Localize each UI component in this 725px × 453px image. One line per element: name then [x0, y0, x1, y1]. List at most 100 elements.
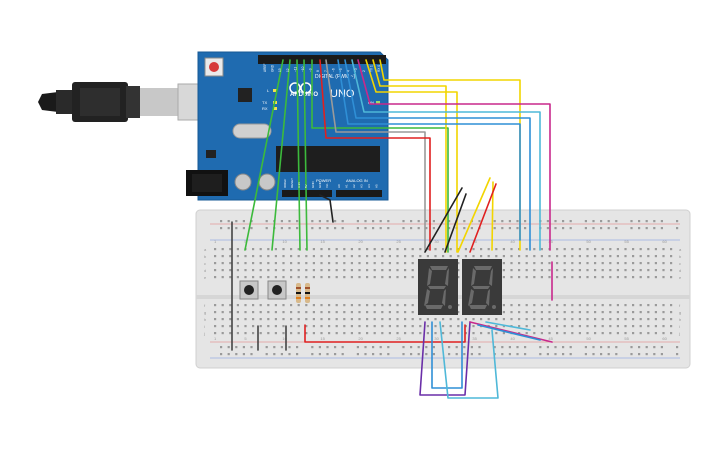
- breadboard-hole[interactable]: [480, 255, 483, 258]
- breadboard-hole[interactable]: [639, 325, 642, 328]
- breadboard-hole[interactable]: [335, 325, 338, 328]
- breadboard-hole[interactable]: [282, 276, 285, 279]
- rail-hole[interactable]: [607, 227, 610, 230]
- breadboard-hole[interactable]: [464, 318, 467, 321]
- breadboard-hole[interactable]: [647, 332, 650, 335]
- rail-hole[interactable]: [334, 227, 337, 230]
- rail-hole[interactable]: [364, 346, 367, 349]
- breadboard-hole[interactable]: [328, 332, 331, 335]
- breadboard-hole[interactable]: [647, 304, 650, 307]
- breadboard-hole[interactable]: [556, 304, 559, 307]
- breadboard-hole[interactable]: [419, 325, 422, 328]
- breadboard-hole[interactable]: [670, 325, 673, 328]
- breadboard-hole[interactable]: [571, 255, 574, 258]
- wire-green-3[interactable]: [296, 59, 301, 251]
- breadboard-hole[interactable]: [502, 276, 505, 279]
- breadboard-hole[interactable]: [601, 255, 604, 258]
- breadboard-hole[interactable]: [335, 311, 338, 314]
- breadboard-hole[interactable]: [594, 325, 597, 328]
- breadboard-hole[interactable]: [624, 255, 627, 258]
- breadboard-hole[interactable]: [244, 311, 247, 314]
- rail-hole[interactable]: [584, 353, 587, 356]
- breadboard-hole[interactable]: [282, 332, 285, 335]
- rail-hole[interactable]: [600, 220, 603, 223]
- breadboard-hole[interactable]: [601, 325, 604, 328]
- breadboard-hole[interactable]: [442, 255, 445, 258]
- breadboard-hole[interactable]: [312, 304, 315, 307]
- rail-hole[interactable]: [470, 227, 473, 230]
- breadboard-hole[interactable]: [229, 332, 232, 335]
- breadboard-hole[interactable]: [670, 311, 673, 314]
- breadboard-hole[interactable]: [244, 325, 247, 328]
- wire-yellow-2[interactable]: [365, 59, 458, 253]
- breadboard-hole[interactable]: [632, 276, 635, 279]
- breadboard-hole[interactable]: [457, 318, 460, 321]
- breadboard-hole[interactable]: [366, 318, 369, 321]
- breadboard-hole[interactable]: [563, 248, 566, 251]
- breadboard-hole[interactable]: [259, 262, 262, 265]
- breadboard-hole[interactable]: [472, 318, 475, 321]
- breadboard-hole[interactable]: [571, 248, 574, 251]
- breadboard-hole[interactable]: [457, 269, 460, 272]
- breadboard-hole[interactable]: [290, 269, 293, 272]
- breadboard-hole[interactable]: [312, 276, 315, 279]
- rail-hole[interactable]: [417, 227, 420, 230]
- breadboard-hole[interactable]: [540, 248, 543, 251]
- breadboard-hole[interactable]: [457, 255, 460, 258]
- breadboard-hole[interactable]: [654, 325, 657, 328]
- breadboard-hole[interactable]: [594, 311, 597, 314]
- breadboard-hole[interactable]: [236, 332, 239, 335]
- breadboard-hole[interactable]: [548, 311, 551, 314]
- breadboard-hole[interactable]: [647, 325, 650, 328]
- breadboard-hole[interactable]: [464, 248, 467, 251]
- breadboard-hole[interactable]: [487, 332, 490, 335]
- breadboard-hole[interactable]: [320, 304, 323, 307]
- breadboard-hole[interactable]: [502, 248, 505, 251]
- breadboard-hole[interactable]: [236, 311, 239, 314]
- reset-button-icon[interactable]: [204, 57, 224, 77]
- breadboard-hole[interactable]: [563, 276, 566, 279]
- breadboard-hole[interactable]: [578, 269, 581, 272]
- breadboard-hole[interactable]: [518, 262, 521, 265]
- breadboard-hole[interactable]: [654, 255, 657, 258]
- breadboard-hole[interactable]: [259, 269, 262, 272]
- rail-hole[interactable]: [493, 220, 496, 223]
- rail-hole[interactable]: [638, 220, 641, 223]
- rail-hole[interactable]: [463, 346, 466, 349]
- breadboard-hole[interactable]: [525, 304, 528, 307]
- usb-cable-icon[interactable]: [38, 82, 205, 122]
- wire-yellow-4[interactable]: [457, 177, 491, 253]
- breadboard-hole[interactable]: [571, 318, 574, 321]
- breadboard-hole[interactable]: [252, 325, 255, 328]
- breadboard-hole[interactable]: [624, 325, 627, 328]
- breadboard-hole[interactable]: [556, 311, 559, 314]
- rail-hole[interactable]: [296, 220, 299, 223]
- rail-hole[interactable]: [356, 346, 359, 349]
- wire-red-1[interactable]: [319, 59, 431, 251]
- rail-hole[interactable]: [463, 220, 466, 223]
- breadboard-hole[interactable]: [404, 318, 407, 321]
- breadboard-hole[interactable]: [556, 276, 559, 279]
- rail-hole[interactable]: [273, 346, 276, 349]
- rail-hole[interactable]: [600, 346, 603, 349]
- breadboard-hole[interactable]: [540, 269, 543, 272]
- rail-hole[interactable]: [554, 346, 557, 349]
- breadboard-hole[interactable]: [540, 262, 543, 265]
- rail-hole[interactable]: [584, 227, 587, 230]
- breadboard-hole[interactable]: [578, 248, 581, 251]
- rail-hole[interactable]: [493, 227, 496, 230]
- breadboard-hole[interactable]: [373, 332, 376, 335]
- breadboard-hole[interactable]: [419, 318, 422, 321]
- breadboard-hole[interactable]: [343, 269, 346, 272]
- breadboard-hole[interactable]: [624, 318, 627, 321]
- breadboard-hole[interactable]: [601, 304, 604, 307]
- breadboard-hole[interactable]: [563, 255, 566, 258]
- breadboard-hole[interactable]: [457, 276, 460, 279]
- rail-hole[interactable]: [645, 227, 648, 230]
- breadboard-hole[interactable]: [259, 332, 262, 335]
- rail-hole[interactable]: [341, 227, 344, 230]
- breadboard-hole[interactable]: [381, 332, 384, 335]
- breadboard-hole[interactable]: [366, 269, 369, 272]
- breadboard-hole[interactable]: [533, 325, 536, 328]
- rail-hole[interactable]: [220, 220, 223, 223]
